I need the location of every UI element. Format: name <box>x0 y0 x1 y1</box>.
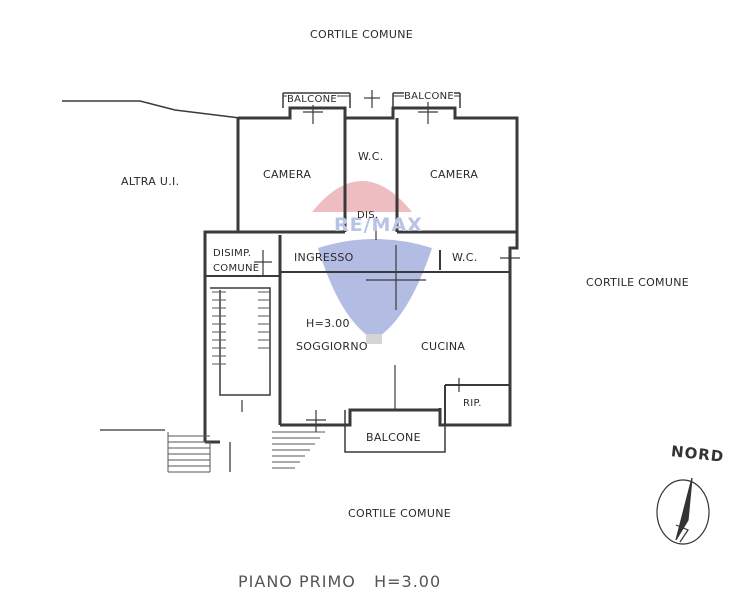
remax-watermark-text: RE/MAX <box>334 214 423 236</box>
cortile-comune-top-label: CORTILE COMUNE <box>310 28 413 41</box>
camera-left-label: CAMERA <box>263 168 312 181</box>
balcone-left-label: BALCONE <box>287 94 338 105</box>
height-label: H=3.00 <box>306 317 350 330</box>
cortile-comune-right-label: CORTILE COMUNE <box>586 276 689 289</box>
cortile-comune-bottom-label: CORTILE COMUNE <box>348 507 451 520</box>
remax-balloon-watermark <box>312 181 432 344</box>
rip-label: RIP. <box>463 398 482 409</box>
cucina-label: CUCINA <box>421 340 466 353</box>
wc-top-label: W.C. <box>358 150 384 163</box>
walls <box>62 92 519 453</box>
balcone-right-label: BALCONE <box>404 91 455 102</box>
staircase <box>100 291 325 473</box>
altra-ui-label: ALTRA U.I. <box>121 175 180 188</box>
soggiorno-label: SOGGIORNO <box>296 340 368 353</box>
floor-title: PIANO PRIMO H=3.00 <box>238 572 442 591</box>
disimp-label-line1: DISIMP. <box>213 248 252 259</box>
dis-label: DIS. <box>357 210 379 221</box>
openings <box>241 90 520 432</box>
north-arrow-icon <box>656 477 710 545</box>
camera-right-label: CAMERA <box>430 168 479 181</box>
disimp-label-line2: COMUNE <box>213 263 260 274</box>
wc-right-label: W.C. <box>452 251 478 264</box>
ingresso-label: INGRESSO <box>294 251 354 264</box>
balcone-bottom-label: BALCONE <box>366 431 421 444</box>
